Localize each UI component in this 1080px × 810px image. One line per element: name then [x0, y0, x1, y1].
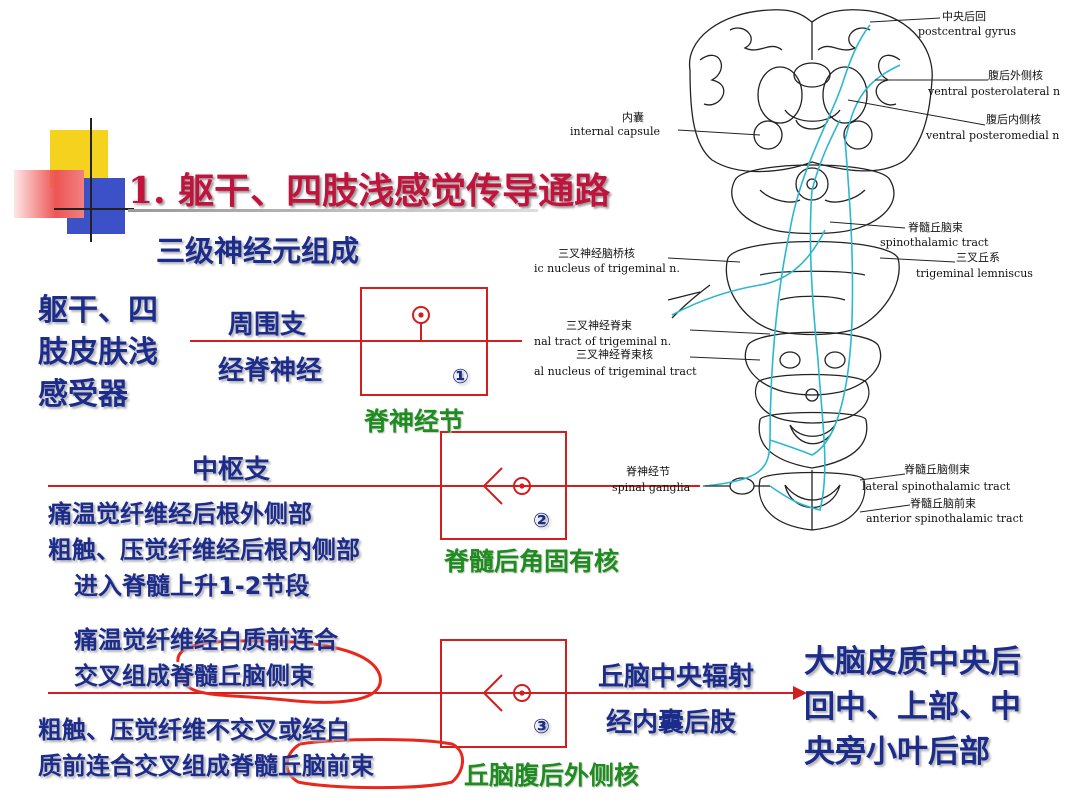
decor-red-square — [14, 170, 84, 218]
label-vpm-en: ventral posteromedial n — [926, 129, 1060, 142]
neuron3-anterior-line-1: 粗触、压觉纤维不交叉或经白 — [38, 716, 350, 744]
receptor-line-2: 肢皮肤浅 — [38, 335, 158, 370]
label-spinal-ganglia-cn: 脊神经节 — [626, 465, 670, 478]
neuron1-location: 脊神经节 — [364, 407, 465, 436]
receptor-line-3: 感受器 — [38, 377, 128, 412]
pons-outline — [725, 240, 900, 336]
neuron3-radiation: 丘脑中央辐射 — [598, 662, 755, 692]
neuron1-via: 经脊神经 — [218, 356, 323, 386]
neuron2-synapse — [482, 467, 503, 505]
neuron1-box — [360, 287, 488, 396]
neuron3-nucleus — [519, 690, 525, 696]
label-internal-capsule-cn: 内囊 — [622, 111, 644, 124]
spinal-cord-upper — [758, 411, 868, 469]
label-postcentral-gyrus-en: postcentral gyrus — [918, 25, 1016, 38]
neuron3-via: 经内囊后肢 — [606, 708, 737, 738]
neuron3-number: ③ — [533, 714, 550, 738]
highlight-lateral-tract — [176, 639, 382, 704]
label-spinal-trigeminal-tract-cn: 三叉神经脊束 — [566, 319, 632, 332]
decor-horizontal-line — [54, 208, 134, 210]
neuron2-soma — [513, 477, 531, 495]
label-spinothalamic-cn: 脊髓丘脑束 — [908, 221, 963, 234]
neuron3-box — [440, 639, 567, 748]
label-leaders — [667, 17, 988, 513]
neuron2-central-branch: 中枢支 — [192, 455, 271, 485]
target-text: 大脑皮质中央后 回中、上部、中 央旁小叶后部 — [804, 640, 1021, 775]
receptor-text: 躯干、四 肢皮肤浅 感受器 — [38, 290, 158, 416]
spinal-ganglion — [729, 477, 755, 495]
neuron2-path-line-2: 粗触、压觉纤维经后根内侧部 — [48, 536, 360, 564]
neuron1-number: ① — [452, 364, 469, 388]
neuron2-nucleus — [519, 483, 525, 489]
pathway-cyan-lines — [671, 24, 901, 511]
target-line-3: 央旁小叶后部 — [804, 734, 990, 770]
decor-vertical-line — [90, 118, 92, 242]
slide-subtitle: 三级神经元组成 — [156, 234, 360, 268]
neuron1-nucleus — [418, 312, 424, 318]
medulla-upper-outline — [744, 331, 882, 396]
cerebrum-outline — [688, 9, 933, 173]
neuron2-path-line-1: 痛温觉纤维经后根外侧部 — [48, 500, 312, 528]
neuron2-box — [440, 431, 567, 540]
title-underline — [128, 209, 538, 212]
label-trigeminal-pontine-cn: 三叉神经脑桥核 — [558, 247, 635, 260]
neuron2-number: ② — [533, 508, 550, 532]
neuron2-location: 脊髓后角固有核 — [444, 547, 620, 576]
label-postcentral-gyrus-cn: 中央后回 — [942, 10, 986, 23]
receptor-line-1: 躯干、四 — [38, 293, 158, 328]
neuron3-lateral-line-2: 交叉组成脊髓丘脑侧束 — [74, 662, 314, 690]
neuron3-soma — [513, 684, 531, 702]
neuron1-soma — [412, 306, 430, 324]
label-anterior-spinothalamic-cn: 脊髓丘脑前束 — [910, 497, 976, 510]
label-trigeminal-lemniscus-en: trigeminal lemniscus — [916, 267, 1033, 280]
spinal-cord-lower — [758, 471, 866, 531]
label-vpm-cn: 腹后内侧核 — [986, 113, 1041, 126]
decor-corner-squares — [0, 0, 160, 250]
slide-title: 1. 躯干、四肢浅感觉传导通路 — [128, 170, 611, 212]
label-lateral-spinothalamic-en: lateral spinothalamic tract — [862, 480, 1011, 493]
label-spinal-trigeminal-tract-en: nal tract of trigeminal n. — [534, 335, 672, 348]
midbrain-outline — [731, 164, 895, 235]
label-trigeminal-lemniscus-cn: 三叉丘系 — [956, 251, 1000, 264]
label-vpl-cn: 腹后外侧核 — [988, 69, 1043, 82]
label-internal-capsule-en: internal capsule — [570, 125, 660, 138]
neuron1-peripheral-branch: 周围支 — [228, 310, 307, 340]
label-vpl-en: ventral posterolateral n — [928, 85, 1061, 98]
label-anterior-spinothalamic-en: anterior spinothalamic tract — [866, 512, 1024, 525]
neuron3-anterior-line-2: 质前连合交叉组成脊髓丘脑前束 — [38, 752, 374, 780]
label-spinal-trigeminal-nucleus-cn: 三叉神经脊束核 — [576, 348, 653, 361]
highlight-anterior-tract — [285, 738, 464, 790]
neuron3-location: 丘脑腹后外侧核 — [464, 761, 640, 790]
target-line-2: 回中、上部、中 — [804, 689, 1021, 725]
neuron3-lateral-line-1: 痛温觉纤维经白质前连合 — [74, 626, 338, 654]
neuron2-path-line-3: 进入脊髓上升1-2节段 — [74, 572, 310, 600]
anatomy-illustration — [667, 9, 933, 531]
label-spinothalamic-en: spinothalamic tract — [880, 236, 989, 249]
label-lateral-spinothalamic-cn: 脊髓丘脑侧束 — [904, 463, 970, 476]
label-trigeminal-pontine-en: ic nucleus of trigeminal n. — [534, 262, 680, 275]
label-spinal-ganglia-en: spinal ganglia — [612, 481, 691, 494]
medulla-lower-outline — [754, 373, 870, 424]
neuron3-synapse — [482, 674, 503, 712]
neuron3-arrowhead — [793, 686, 807, 700]
label-spinal-trigeminal-nucleus-en: al nucleus of trigeminal tract — [534, 365, 697, 378]
target-line-1: 大脑皮质中央后 — [804, 644, 1021, 680]
